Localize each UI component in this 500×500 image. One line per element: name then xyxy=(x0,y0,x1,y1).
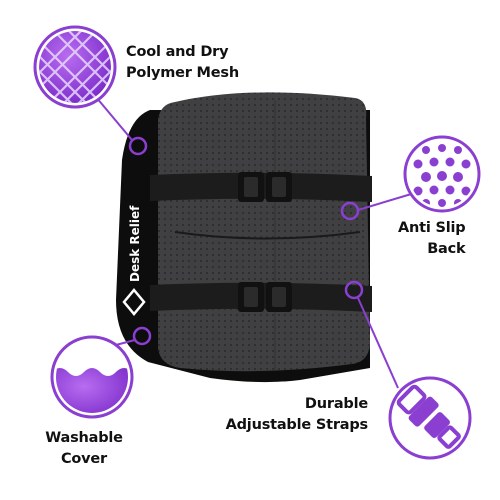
callout-anti-slip-line2: Back xyxy=(427,241,466,257)
callout-washable-label: Washable Cover xyxy=(42,428,126,470)
brand-logo: Desk Relief xyxy=(122,205,146,316)
mesh-texture-icon xyxy=(33,25,117,109)
callout-straps-line1: Durable xyxy=(304,396,368,412)
cushion-mesh-front xyxy=(158,92,370,372)
marker-anti-slip xyxy=(340,201,360,221)
callout-mesh-line1: Cool and Dry xyxy=(126,44,229,60)
brand-logo-text: Desk Relief xyxy=(128,205,142,282)
callout-anti-slip-label: Anti Slip Back xyxy=(398,218,466,260)
water-wave-icon xyxy=(50,335,134,419)
callout-washable-line1: Washable xyxy=(45,430,123,446)
marker-straps xyxy=(344,280,364,300)
connector-mesh xyxy=(95,96,133,141)
callout-straps-line2: Adjustable Straps xyxy=(225,417,369,433)
callout-mesh-label: Cool and Dry Polymer Mesh xyxy=(126,42,239,84)
upper-strap xyxy=(150,172,372,202)
cushion: Desk Relief xyxy=(116,92,372,383)
lower-strap xyxy=(150,282,372,312)
connectors xyxy=(95,96,419,389)
connector-straps xyxy=(357,297,399,389)
cushion-seam xyxy=(174,231,361,240)
connector-anti-slip xyxy=(357,191,419,211)
marker-washable xyxy=(132,326,152,346)
marker-mesh xyxy=(128,136,148,156)
callout-washable-line2: Cover xyxy=(60,451,108,467)
buckle-icon xyxy=(388,376,472,460)
callout-straps-label: Durable Adjustable Straps xyxy=(218,394,369,436)
diamond-logo-icon xyxy=(122,288,146,316)
callout-anti-slip-line1: Anti Slip xyxy=(398,220,466,236)
callout-mesh-line2: Polymer Mesh xyxy=(126,65,239,81)
dots-texture-icon xyxy=(403,135,481,213)
